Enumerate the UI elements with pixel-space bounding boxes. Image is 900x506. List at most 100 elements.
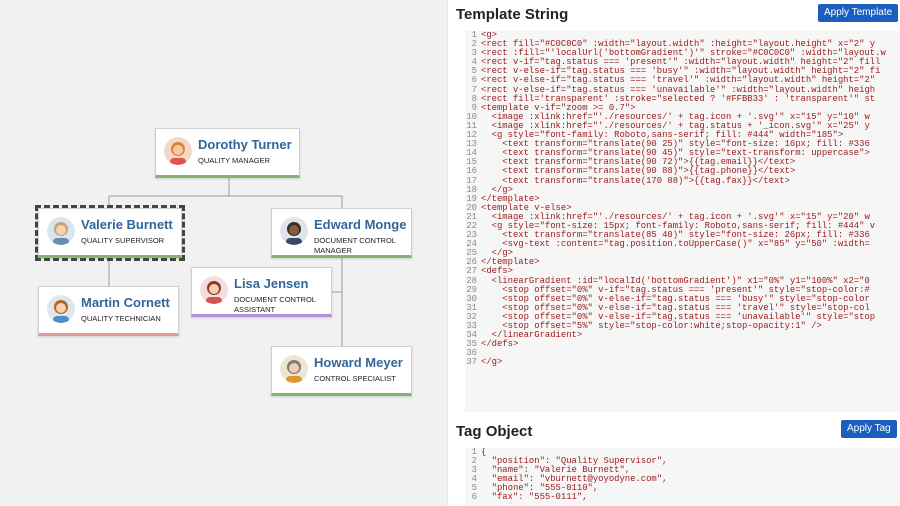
code-line[interactable]: 1<g>: [465, 31, 900, 40]
tag-panel-title: Tag Object: [456, 423, 533, 440]
code-line[interactable]: 37</g>: [465, 358, 900, 367]
line-number: 33: [466, 321, 477, 331]
code-line[interactable]: 33 <stop offset="5%" style="stop-color:w…: [465, 321, 900, 331]
line-number: 23: [466, 230, 477, 241]
node-name: Valerie Burnett: [81, 217, 173, 232]
code-line[interactable]: 21 <image :xlink:href="'./resources/' + …: [465, 212, 900, 222]
code-text: <stop offset="0%" v-else-if="tag.status …: [481, 302, 870, 313]
code-line[interactable]: 6 "fax": "555-0111",: [465, 493, 900, 502]
code-line[interactable]: 12 <g style="font-family: Roboto,sans-se…: [465, 130, 900, 141]
node-position: QUALITY SUPERVISOR: [81, 236, 165, 245]
template-code-editor[interactable]: 1<g>2<rect fill="#C0C0C0" :width="layout…: [465, 31, 900, 412]
line-number: 13: [466, 139, 477, 150]
node-position: QUALITY MANAGER: [198, 156, 270, 165]
code-line[interactable]: 10 <image :xlink:href="'./resources/' + …: [465, 111, 900, 122]
code-line[interactable]: 11 <image :xlink:href="'./resources/' + …: [465, 120, 900, 131]
org-chart-canvas[interactable]: Dorothy Turner QUALITY MANAGER Valerie B…: [0, 0, 447, 506]
code-line[interactable]: 3 "name": "Valerie Burnett",: [465, 466, 900, 475]
line-number: 1: [471, 448, 477, 457]
code-line[interactable]: 30 <stop offset="0%" v-else-if="tag.stat…: [465, 294, 900, 304]
code-text: </template>: [481, 193, 540, 204]
org-node-dorothy[interactable]: Dorothy Turner QUALITY MANAGER: [155, 128, 300, 178]
code-line[interactable]: 31 <stop offset="0%" v-else-if="tag.stat…: [465, 302, 900, 313]
code-text: "fax": "555-0111",: [481, 492, 588, 503]
node-name: Lisa Jensen: [234, 276, 309, 291]
code-line[interactable]: 23 <text transform="translate(85 40)" st…: [465, 230, 900, 241]
code-line[interactable]: 29 <stop offset="0%" v-if="tag.status ==…: [465, 285, 900, 295]
code-line[interactable]: 34 </linearGradient>: [465, 330, 900, 341]
node-name: Martin Cornett: [81, 295, 170, 310]
apply-template-button[interactable]: Apply Template: [818, 4, 899, 22]
line-number: 7: [471, 84, 477, 95]
code-line[interactable]: 35</defs>: [465, 340, 900, 349]
line-number: 10: [466, 111, 477, 122]
code-line[interactable]: 7<rect v-else-if="tag.status === 'unavai…: [465, 84, 900, 95]
code-line[interactable]: 1{: [465, 448, 900, 457]
code-line[interactable]: 28 <linearGradient :id="localId('bottomG…: [465, 276, 900, 286]
code-line[interactable]: 8<rect fill='transparent' :stroke="selec…: [465, 93, 900, 104]
code-line[interactable]: 15 <text transform="translate(90 72)">{{…: [465, 158, 900, 167]
code-line[interactable]: 13 <text transform="translate(90 25)" st…: [465, 140, 900, 149]
code-line[interactable]: 14 <text transform="translate(90 45)" st…: [465, 149, 900, 158]
code-line[interactable]: 16 <text transform="translate(90 88)">{{…: [465, 167, 900, 176]
line-number: 2: [471, 456, 477, 467]
node-position: DOCUMENT CONTROL MANAGER: [314, 236, 396, 255]
code-line[interactable]: 4 "email": "vburnett@yoyodyne.com",: [465, 475, 900, 484]
code-line[interactable]: 5<rect v-else-if="tag.status === 'busy'"…: [465, 67, 900, 76]
line-number: 15: [466, 157, 477, 168]
code-line[interactable]: 17 <text transform="translate(170 88)">{…: [465, 175, 900, 186]
code-line[interactable]: 2<rect fill="#C0C0C0" :width="layout.wid…: [465, 39, 900, 50]
line-number: 8: [471, 93, 477, 104]
line-number: 35: [466, 339, 477, 350]
org-node-martin[interactable]: Martin Cornett QUALITY TECHNICIAN: [38, 286, 179, 336]
code-text: {: [481, 448, 487, 457]
code-line[interactable]: 22 <g style="font-size: 15px; font-famil…: [465, 220, 900, 231]
code-text: <rect fill="#C0C0C0" :width="layout.widt…: [481, 39, 876, 50]
code-text: <g style="font-size: 15px; font-family: …: [481, 220, 876, 231]
code-line[interactable]: 36: [465, 349, 900, 358]
code-line[interactable]: 27<defs>: [465, 267, 900, 276]
code-text: <rect :fill="'localUrl('bottomGradient')…: [481, 48, 886, 59]
code-text: <image :xlink:href="'./resources/' + tag…: [481, 120, 870, 131]
node-position: QUALITY TECHNICIAN: [81, 314, 161, 323]
avatar: [280, 217, 308, 245]
org-node-valerie[interactable]: Valerie Burnett QUALITY SUPERVISOR: [35, 205, 185, 261]
node-position: CONTROL SPECIALIST: [314, 374, 396, 383]
code-text: <g style="font-family: Roboto,sans-serif…: [481, 130, 844, 141]
org-node-howard[interactable]: Howard Meyer CONTROL SPECIALIST: [271, 346, 412, 396]
code-text: </linearGradient>: [481, 330, 583, 341]
code-text: <svg-text :content="tag.position.toUpper…: [481, 239, 870, 250]
code-line[interactable]: 18 </g>: [465, 184, 900, 195]
editor-panels: Template String Apply Template 1<g>2<rec…: [447, 0, 900, 506]
line-number: 20: [466, 202, 477, 213]
code-text: "phone": "555-0110",: [481, 483, 599, 494]
line-number: 16: [466, 166, 477, 177]
code-line[interactable]: 3<rect :fill="'localUrl('bottomGradient'…: [465, 49, 900, 58]
org-node-edward[interactable]: Edward Monge DOCUMENT CONTROL MANAGER: [271, 208, 412, 258]
apply-tag-button[interactable]: Apply Tag: [841, 420, 897, 438]
code-line[interactable]: 6<rect v-else-if="tag.status === 'travel…: [465, 76, 900, 85]
line-number: 31: [466, 302, 477, 313]
line-number: 37: [466, 357, 477, 368]
code-line[interactable]: 5 "phone": "555-0110",: [465, 484, 900, 493]
code-line[interactable]: 2 "position": "Quality Supervisor",: [465, 456, 900, 467]
line-number: 17: [466, 175, 477, 186]
tag-object-editor[interactable]: 1{2 "position": "Quality Supervisor",3 "…: [465, 448, 900, 506]
code-text: "email": "vburnett@yoyodyne.com",: [481, 474, 668, 485]
line-number: 36: [466, 348, 477, 359]
org-node-lisa[interactable]: Lisa Jensen DOCUMENT CONTROL ASSISTANT: [191, 267, 332, 317]
avatar: [200, 276, 228, 304]
code-text: <text transform="translate(90 72)">{{tag…: [481, 157, 796, 168]
code-line[interactable]: 4<rect v-if="tag.status === 'present'" :…: [465, 58, 900, 67]
code-text: <text transform="translate(90 25)" style…: [481, 139, 870, 150]
code-text: </g>: [481, 184, 513, 195]
code-line[interactable]: 19</template>: [465, 193, 900, 204]
code-text: <stop offset="0%" v-else-if="tag.status …: [481, 311, 876, 322]
code-line[interactable]: 25 </g>: [465, 249, 900, 258]
code-line[interactable]: 32 <stop offset="0%" v-else-if="tag.stat…: [465, 311, 900, 322]
node-name: Dorothy Turner: [198, 137, 292, 152]
code-line[interactable]: 20<template v-else>: [465, 202, 900, 213]
code-line[interactable]: 9<template v-if="zoom >= 0.7">: [465, 103, 900, 113]
code-line[interactable]: 24 <svg-text :content="tag.position.toUp…: [465, 240, 900, 249]
code-line[interactable]: 26</template>: [465, 258, 900, 267]
